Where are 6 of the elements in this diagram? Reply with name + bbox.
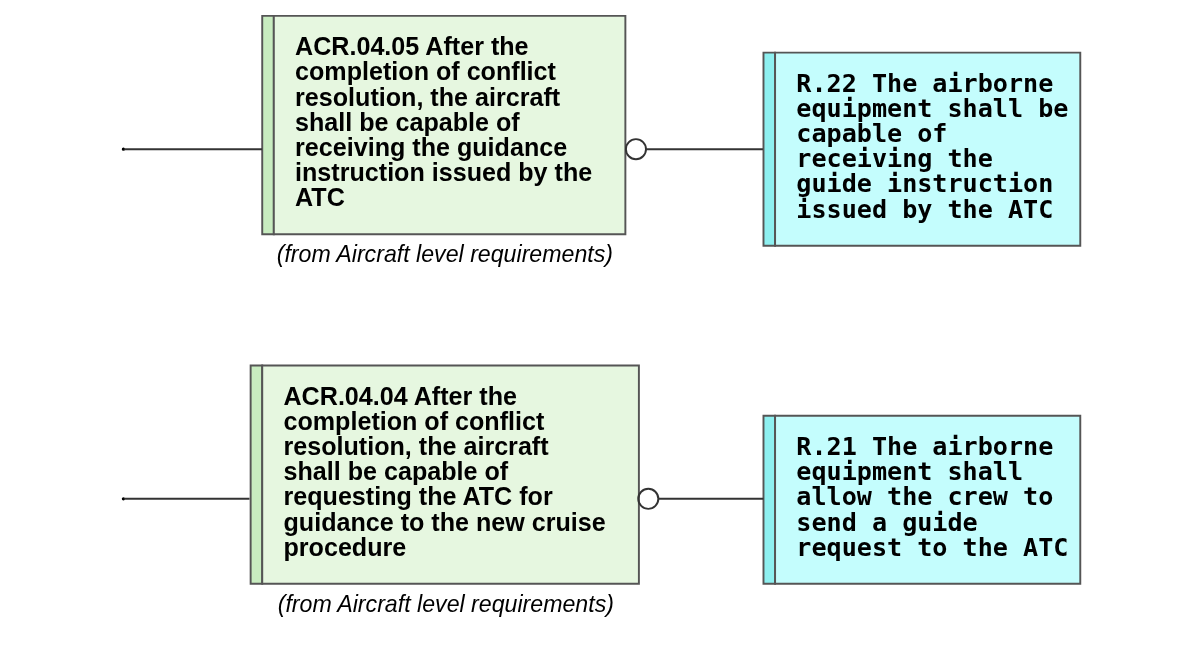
connector [624, 138, 764, 161]
connector [636, 487, 764, 510]
connector [122, 497, 250, 500]
node-label: (from Aircraft level requirements) [276, 241, 613, 268]
connector [122, 148, 263, 151]
node-label: (from Aircraft level requirements) [277, 591, 614, 618]
